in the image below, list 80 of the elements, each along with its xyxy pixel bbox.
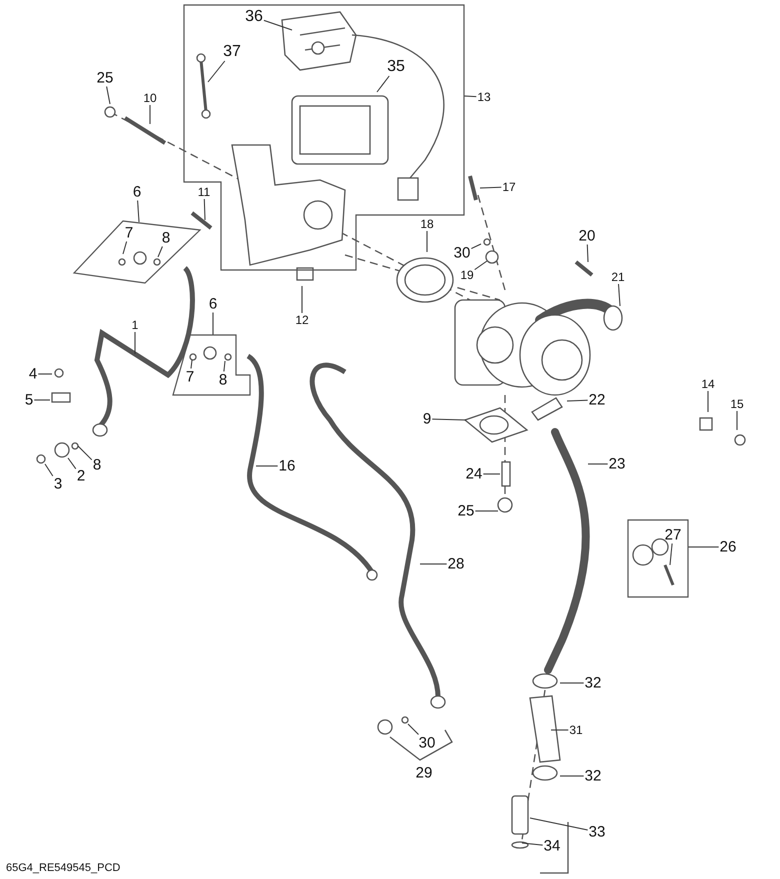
callout-number: 8: [218, 372, 228, 388]
leader-line: [106, 86, 110, 104]
leader-line: [432, 418, 466, 420]
callout-number: 14: [701, 378, 715, 390]
callout-number: 23: [608, 456, 626, 472]
callout-number: 15: [730, 398, 744, 410]
leader-line: [618, 284, 620, 306]
leader-line: [688, 546, 720, 548]
leader-line: [44, 464, 54, 476]
callout-number: 19: [460, 269, 474, 281]
parts-group-outline: [173, 335, 250, 395]
callout-number: 6: [208, 296, 218, 312]
parts-group-outline: [74, 221, 200, 283]
callout-number: 31: [569, 724, 583, 736]
leader-line: [426, 230, 428, 252]
leader-line: [470, 244, 482, 250]
leader-line: [376, 76, 390, 92]
callout-number: 34: [544, 838, 560, 854]
callout-number: 8: [162, 230, 170, 246]
drawing-code: 65G4_RE549545_PCD: [6, 862, 120, 874]
callout-number: 7: [186, 370, 194, 384]
callout-number: 33: [588, 824, 606, 840]
callout-number: 32: [584, 768, 602, 784]
callout-number: 30: [454, 246, 470, 260]
callout-number: 9: [422, 412, 432, 426]
callout-number: 25: [96, 70, 114, 86]
callout-number: 5: [24, 392, 34, 408]
leader-line: [263, 20, 292, 30]
callout-number: 29: [416, 766, 432, 780]
leader-line: [530, 818, 588, 830]
callout-number: 22: [588, 392, 606, 408]
callout-number: 28: [448, 556, 464, 572]
callout-number: 3: [54, 476, 62, 492]
leader-line: [736, 410, 738, 430]
callout-number: 24: [466, 466, 482, 482]
leader-line: [560, 682, 584, 684]
callout-number: 36: [245, 9, 263, 25]
callout-number: 27: [664, 528, 682, 542]
callout-number: 10: [143, 92, 157, 104]
leader-line: [204, 198, 206, 220]
callout-number: 30: [418, 736, 436, 750]
leader-line: [474, 260, 488, 270]
callout-number: 12: [295, 314, 309, 326]
callout-number: 2: [76, 468, 86, 484]
leader-line: [212, 312, 214, 336]
callout-number: 35: [387, 59, 405, 75]
leader-line: [223, 360, 226, 372]
leader-line: [68, 458, 76, 470]
callout-number: 7: [124, 226, 134, 240]
leader-line: [474, 510, 498, 512]
leader-line: [566, 400, 588, 402]
leader-line: [208, 60, 226, 82]
leader-line: [122, 241, 128, 254]
callout-number: 4: [28, 366, 38, 382]
leader-line: [158, 246, 163, 258]
leader-line: [137, 200, 140, 222]
leader-line: [464, 96, 477, 98]
callout-number: 18: [420, 218, 434, 230]
callout-number: 25: [458, 504, 474, 518]
callout-number: 32: [584, 676, 602, 690]
callout-number: 26: [720, 540, 736, 554]
parts-group-outline: [628, 520, 688, 597]
leader-line: [134, 332, 136, 354]
callout-number: 1: [132, 319, 138, 331]
leader-line: [78, 446, 92, 460]
callout-number: 21: [611, 271, 625, 283]
leader-line: [480, 186, 502, 188]
callout-number: 16: [278, 458, 296, 474]
callout-number: 6: [132, 184, 142, 200]
leader-line: [522, 842, 544, 846]
callout-number: 11: [198, 186, 210, 198]
callout-number: 17: [502, 181, 516, 193]
leader-line: [408, 724, 419, 735]
callout-number: 8: [92, 458, 102, 472]
callout-number: 13: [477, 91, 491, 103]
leader-line: [586, 244, 588, 262]
callout-number: 37: [223, 44, 241, 60]
leader-line: [670, 543, 673, 566]
leader-line: [190, 360, 192, 369]
callout-number: 20: [578, 228, 596, 244]
